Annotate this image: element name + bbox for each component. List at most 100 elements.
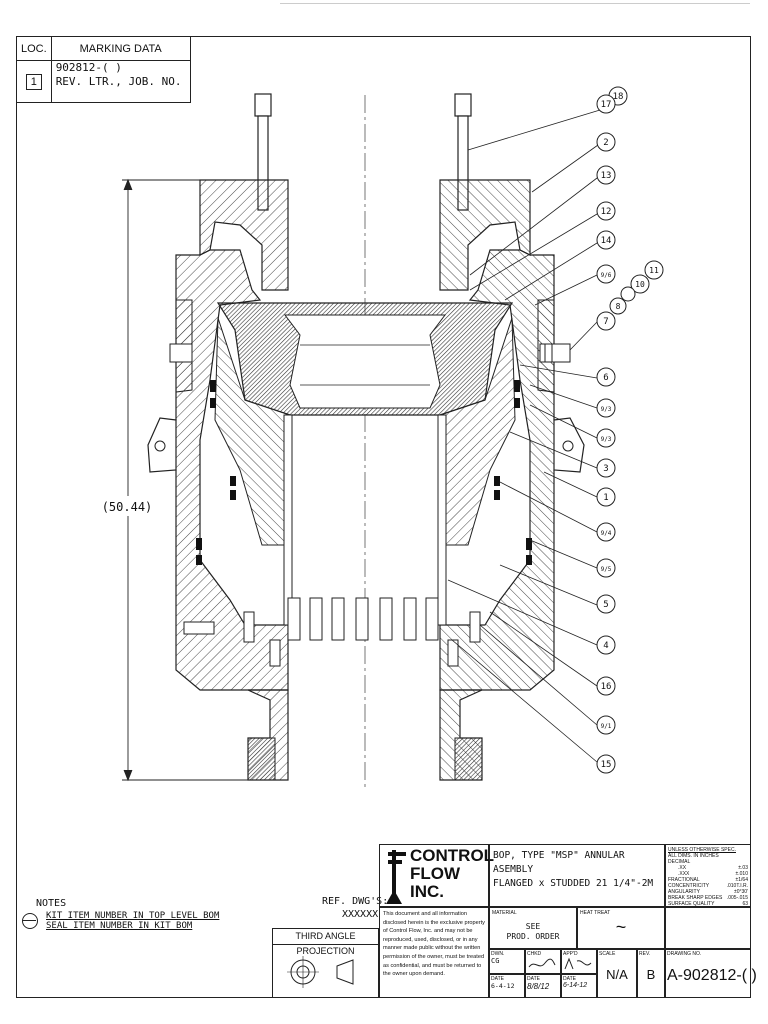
scale-cell: SCALE N/A — [597, 949, 637, 998]
rev-label: REV. — [639, 951, 651, 957]
rev-value: B — [646, 967, 656, 982]
heat-treat-label: HEAT TREAT — [580, 910, 611, 916]
callout-11: 11 — [649, 266, 659, 275]
appd-cell: APP'D — [561, 949, 597, 974]
callout-9-3b: 9/3 — [601, 436, 612, 443]
note-symbol-icon — [22, 913, 38, 929]
drawing-title: BOP, TYPE "MSP" ANNULAR ASEMBLY FLANGED … — [489, 844, 665, 907]
dwn-label: DWN. — [491, 951, 505, 957]
rev-cell: REV. B — [637, 949, 665, 998]
tol-angularity: ANGULARITY — [668, 889, 700, 895]
overall-height-dimension: (50.44) — [102, 500, 153, 514]
ref-dwgs-label: REF. DWG'S: — [322, 896, 389, 907]
company-line-2: FLOW — [410, 864, 461, 883]
seals — [196, 380, 532, 565]
tol-xx-val: ±.03 — [738, 865, 748, 871]
appd-label: APP'D — [563, 951, 578, 957]
date-value-1: 6-4-12 — [491, 982, 515, 990]
callout-9-6: 9/6 — [601, 272, 612, 279]
company-line-1: CONTROL — [410, 846, 495, 865]
heat-treat-cell: HEAT TREAT ~ — [577, 907, 665, 949]
projection-symbol — [272, 944, 379, 998]
date-label-3: DATE — [563, 976, 576, 982]
material-cell: MATERIAL SEE PROD. ORDER — [489, 907, 577, 949]
callout-12: 12 — [601, 207, 612, 217]
note-line-2: SEAL ITEM NUMBER IN KIT BOM — [46, 921, 193, 931]
material-value-1: SEE — [525, 922, 541, 931]
loc-value: 1 — [25, 73, 42, 90]
callout-9-4: 9/4 — [601, 530, 612, 537]
confidential-text: This document and all information disclo… — [383, 911, 485, 978]
tol-sub: ALL DIMS. IN INCHES — [668, 853, 719, 859]
marking-line-1: 902812-( ) — [55, 61, 122, 74]
callout-9-3a: 9/3 — [601, 406, 612, 413]
callout-13: 13 — [601, 171, 612, 181]
date-cell-1: DATE 6-4-12 — [489, 974, 525, 998]
tol-decimal: DECIMAL — [668, 859, 691, 865]
marking-line-2: REV. LTR., JOB. NO. — [55, 75, 182, 88]
callout-9-5: 9/5 — [601, 566, 612, 573]
callout-5: 5 — [603, 600, 608, 610]
company-logo: CONTROL FLOW INC. — [379, 844, 494, 907]
title-line-1: BOP, TYPE "MSP" ANNULAR ASEMBLY — [493, 850, 625, 875]
leader-lines — [447, 109, 601, 763]
title-line-2: FLANGED x STUDDED 21 1/4"-2M — [493, 878, 654, 889]
heat-treat-value: ~ — [615, 917, 627, 937]
drawing-number-cell: DRAWING NO. A-902812-( ) — [665, 949, 757, 998]
tol-concentricity-val: .010T.I.R. — [726, 883, 748, 889]
company-line-3: INC. — [410, 882, 444, 901]
callout-1: 1 — [603, 493, 608, 503]
date-value-3: 6-14-12 — [563, 982, 588, 989]
drawing-number-value: A-902812-( ) — [667, 967, 757, 984]
callout-9-1: 9/1 — [601, 723, 612, 730]
chkd-cell: CHKD — [525, 949, 561, 974]
callout-6: 6 — [603, 373, 608, 383]
overall-dimension-line — [122, 178, 248, 782]
callout-16: 16 — [601, 682, 612, 692]
date-label-2: DATE — [527, 976, 540, 982]
tol-fractional-val: ±1/64 — [735, 877, 748, 883]
material-value-2: PROD. ORDER — [506, 932, 560, 941]
sleeve-slots — [287, 597, 439, 641]
chkd-label: CHKD — [527, 951, 542, 957]
material-label: MATERIAL — [492, 910, 517, 916]
callout-8: 8 — [616, 302, 621, 311]
callout-2: 2 — [603, 138, 608, 148]
notes-heading: NOTES — [36, 898, 67, 909]
tol-xxx-val: ±.010 — [735, 871, 748, 877]
confidential-notice: This document and all information disclo… — [379, 907, 489, 998]
date-cell-2: DATE 8/8/12 — [525, 974, 561, 998]
callout-18: 18 — [613, 92, 624, 102]
date-label-1: DATE — [491, 976, 504, 982]
tol-header: UNLESS OTHERWISE SPEC. — [668, 847, 736, 853]
scale-label: SCALE — [599, 951, 616, 957]
callout-3: 3 — [603, 464, 608, 474]
top-edge-line — [280, 3, 750, 4]
callout-7: 7 — [603, 317, 608, 327]
callout-14: 14 — [601, 236, 612, 246]
tol-angularity-val: ±0°30' — [733, 889, 748, 895]
tol-surface: SURFACE QUALITY — [668, 901, 715, 907]
marking-data-table: LOC. MARKING DATA 1 902812-( ) REV. LTR.… — [16, 36, 191, 103]
note-line-1: KIT ITEM NUMBER IN TOP LEVEL BOM — [46, 911, 220, 921]
date-cell-3: DATE 6-14-12 — [561, 974, 597, 998]
projection-label: THIRD ANGLE PROJECTION — [272, 928, 379, 956]
fittings — [169, 343, 571, 667]
callout-10: 10 — [635, 280, 645, 289]
marking-data-header: MARKING DATA — [50, 36, 191, 61]
blank-cell — [665, 907, 751, 949]
tol-concentricity: CONCENTRICITY — [668, 883, 710, 889]
tol-xxx: .XXX — [678, 871, 690, 877]
tol-break: BREAK SHARP EDGES — [668, 895, 723, 901]
callout-4: 4 — [603, 641, 608, 651]
dwn-value: CG — [491, 957, 500, 965]
tol-fractional: FRACTIONAL — [668, 877, 700, 883]
drawing-number-label: DRAWING NO. — [667, 951, 702, 957]
tol-break-val: .005-.015 — [726, 895, 748, 901]
scale-value: N/A — [606, 967, 628, 982]
ref-dwgs-value: XXXXXX — [342, 909, 379, 920]
tol-xx: .XX — [678, 865, 687, 871]
date-value-2: 8/8/12 — [527, 982, 550, 991]
